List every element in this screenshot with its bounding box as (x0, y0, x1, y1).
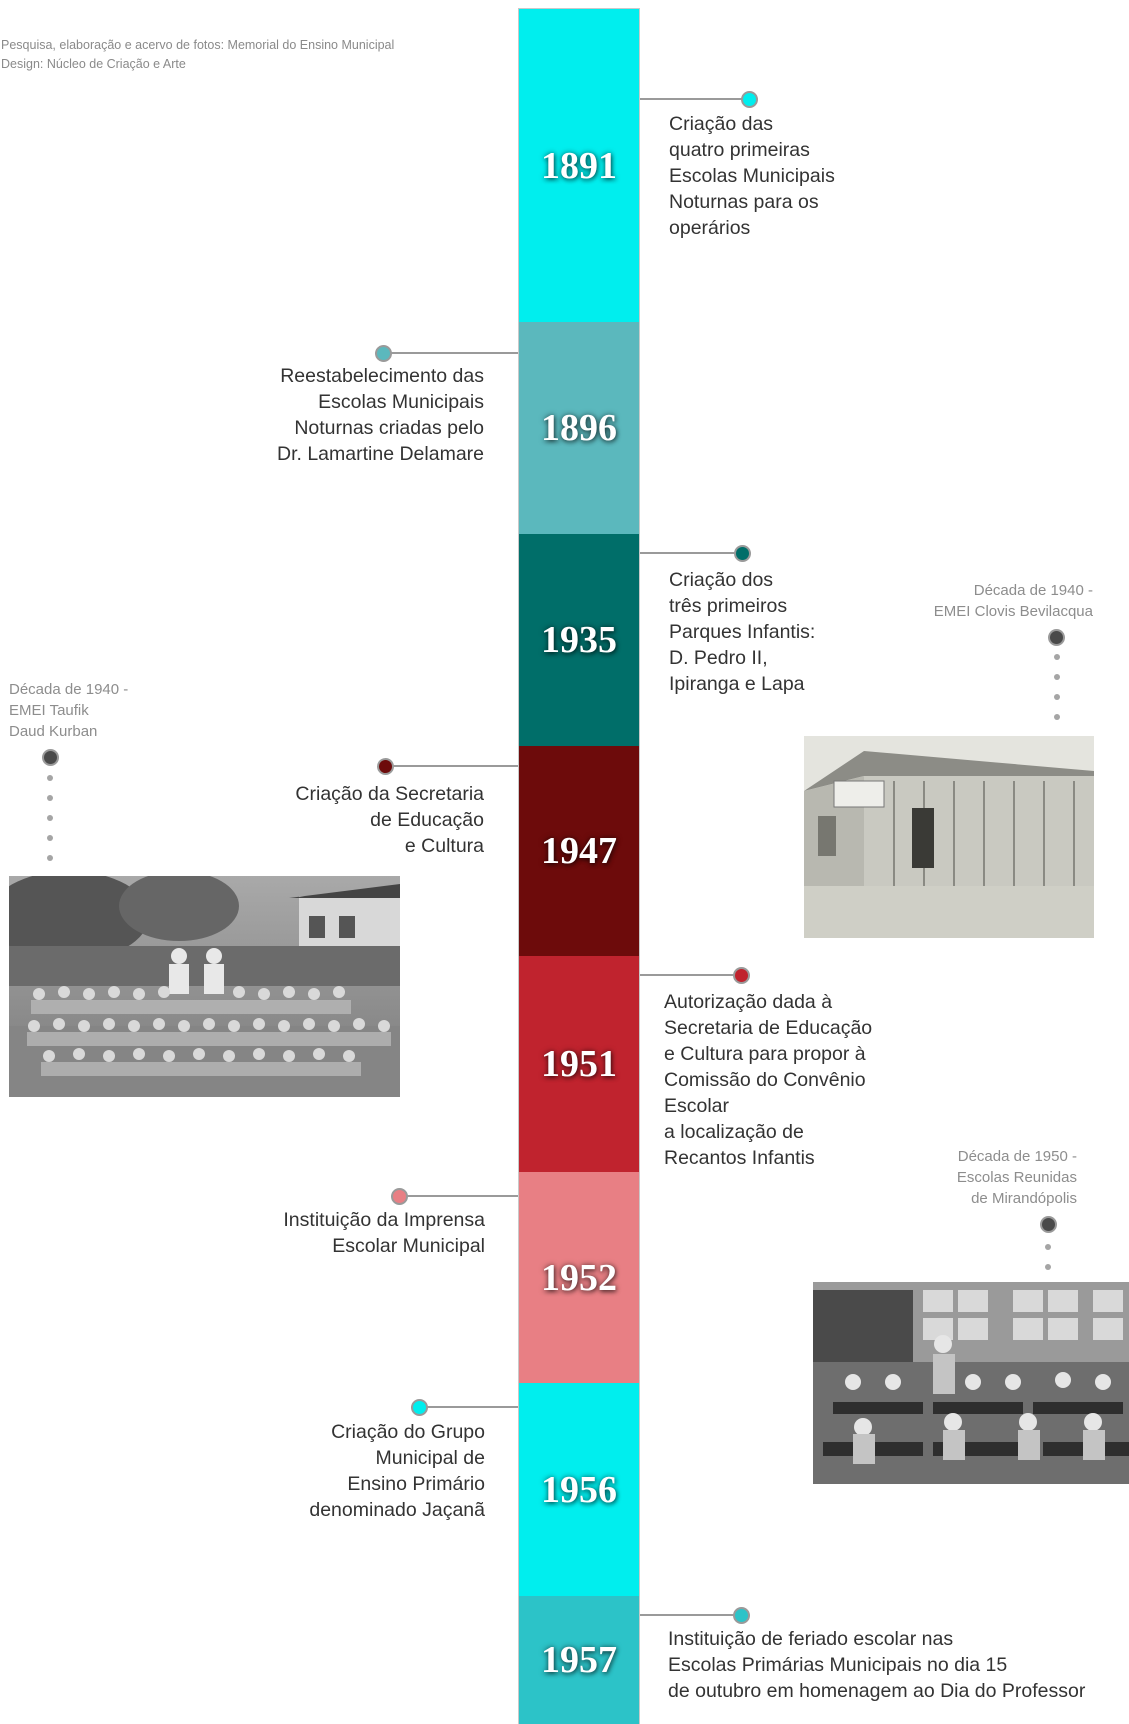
event-line: Parques Infantis: (669, 621, 816, 643)
event-line: de outubro em homenagem ao Dia do Profes… (668, 1680, 1086, 1702)
year-block-1891: 1891 (518, 8, 640, 322)
year-label: 1947 (541, 830, 617, 872)
year-label: 1935 (541, 619, 617, 661)
event-1956-text: Criação do Grupo Municipal de Ensino Pri… (309, 1419, 485, 1523)
marker-dot-1956 (411, 1399, 428, 1416)
event-line: D. Pedro II, (669, 647, 768, 669)
caption-line: Década de 1940 - (9, 681, 129, 698)
photo-caption-clovis: Década de 1940 - EMEI Clovis Bevilacqua (934, 580, 1093, 622)
connector-1935 (640, 552, 742, 554)
event-line: Criação do Grupo (331, 1421, 485, 1443)
marker-dot-1935 (734, 545, 751, 562)
photo-caption-taufik: Década de 1940 - EMEI Taufik Daud Kurban (9, 679, 128, 742)
event-line: Escolar (664, 1095, 730, 1117)
caption-line: de Mirandópolis (971, 1190, 1077, 1207)
year-block-1947: 1947 (518, 746, 640, 956)
photo-emei-taufik-daud-kurban (9, 876, 400, 1097)
event-line: Secretaria de Educação (664, 1017, 873, 1039)
event-line: Ensino Primário (347, 1473, 485, 1495)
event-line: Escolas Municipais (318, 391, 484, 413)
event-line: Comissão do Convênio (664, 1069, 866, 1091)
caption-line: EMEI Taufik (9, 702, 89, 719)
credits-research: Pesquisa, elaboração e acervo de fotos: … (1, 38, 395, 52)
event-line: Recantos Infantis (664, 1147, 815, 1169)
connector-1896 (386, 352, 518, 354)
event-line: de Educação (370, 809, 484, 831)
marker-dot-1952 (391, 1188, 408, 1205)
event-1952-text: Instituição da Imprensa Escolar Municipa… (283, 1207, 485, 1259)
connector-1956 (420, 1406, 518, 1408)
photo-pin-mirandopolis (1040, 1216, 1057, 1233)
event-line: Criação das (669, 113, 774, 135)
caption-line: Escolas Reunidas (956, 1169, 1077, 1186)
event-1951-text: Autorização dada à Secretaria de Educaçã… (664, 989, 872, 1171)
event-1896-text: Reestabelecimento das Escolas Municipais… (277, 363, 484, 467)
dotted-leader-mirandopolis (1045, 1244, 1051, 1284)
event-line: a localização de (664, 1121, 804, 1143)
year-label: 1956 (541, 1468, 617, 1511)
year-block-1952: 1952 (518, 1172, 640, 1383)
event-1947-text: Criação da Secretaria de Educação e Cult… (295, 781, 484, 859)
event-line: Autorização dada à (664, 991, 833, 1013)
photo-caption-mirandopolis: Década de 1950 - Escolas Reunidas de Mir… (957, 1146, 1077, 1209)
event-line: Noturnas criadas pelo (294, 417, 484, 439)
marker-dot-1947 (377, 758, 394, 775)
dotted-leader-clovis (1054, 654, 1060, 734)
credits: Pesquisa, elaboração e acervo de fotos: … (1, 36, 394, 74)
event-line: Escolas Primárias Municipais no dia 15 (668, 1654, 1008, 1676)
event-line: quatro primeiras (669, 139, 810, 161)
event-line: Noturnas para os (669, 191, 819, 213)
event-1957-text: Instituição de feriado escolar nas Escol… (668, 1626, 1085, 1704)
marker-dot-1891 (741, 91, 758, 108)
year-block-1957: 1957 (518, 1596, 640, 1724)
event-line: Reestabelecimento das (280, 365, 484, 387)
event-line: operários (669, 217, 751, 239)
marker-dot-1951 (733, 967, 750, 984)
event-line: e Cultura (404, 835, 484, 857)
year-label: 1951 (541, 1043, 617, 1085)
photo-escolas-reunidas-mirandopolis (813, 1282, 1129, 1484)
caption-line: Daud Kurban (9, 723, 98, 740)
caption-line: Década de 1940 - (973, 582, 1093, 599)
photo-emei-clovis-bevilacqua (804, 736, 1094, 938)
connector-1951 (640, 974, 740, 976)
year-block-1956: 1956 (518, 1383, 640, 1596)
year-block-1896: 1896 (518, 322, 640, 534)
event-line: Escolas Municipais (669, 165, 835, 187)
event-line: Instituição de feriado escolar nas (668, 1628, 954, 1650)
event-line: Dr. Lamartine Delamare (277, 443, 484, 465)
event-line: três primeiros (669, 595, 788, 617)
year-label: 1891 (541, 144, 617, 187)
event-line: Criação dos (669, 569, 774, 591)
marker-dot-1896 (375, 345, 392, 362)
connector-1947 (386, 765, 518, 767)
photo-pin-clovis (1048, 629, 1065, 646)
caption-line: Década de 1950 - (957, 1148, 1077, 1165)
credits-design: Design: Núcleo de Criação e Arte (1, 57, 186, 71)
event-line: denominado Jaçanã (309, 1499, 485, 1521)
year-block-1951: 1951 (518, 956, 640, 1172)
event-line: e Cultura para propor à (664, 1043, 866, 1065)
event-line: Criação da Secretaria (295, 783, 484, 805)
event-line: Escolar Municipal (332, 1235, 485, 1257)
connector-1952 (400, 1195, 518, 1197)
event-line: Municipal de (375, 1447, 485, 1469)
event-1891-text: Criação das quatro primeiras Escolas Mun… (669, 111, 835, 241)
year-label: 1957 (541, 1639, 617, 1681)
photo-pin-taufik (42, 749, 59, 766)
event-line: Instituição da Imprensa (283, 1209, 485, 1231)
connector-1957 (640, 1614, 742, 1616)
year-block-1935: 1935 (518, 534, 640, 746)
dotted-leader-taufik (47, 775, 53, 875)
connector-1891 (640, 98, 748, 100)
event-line: Ipiranga e Lapa (669, 673, 805, 695)
caption-line: EMEI Clovis Bevilacqua (933, 603, 1093, 620)
year-label: 1896 (541, 407, 617, 449)
event-1935-text: Criação dos três primeiros Parques Infan… (669, 567, 815, 697)
marker-dot-1957 (733, 1607, 750, 1624)
year-label: 1952 (541, 1256, 617, 1299)
